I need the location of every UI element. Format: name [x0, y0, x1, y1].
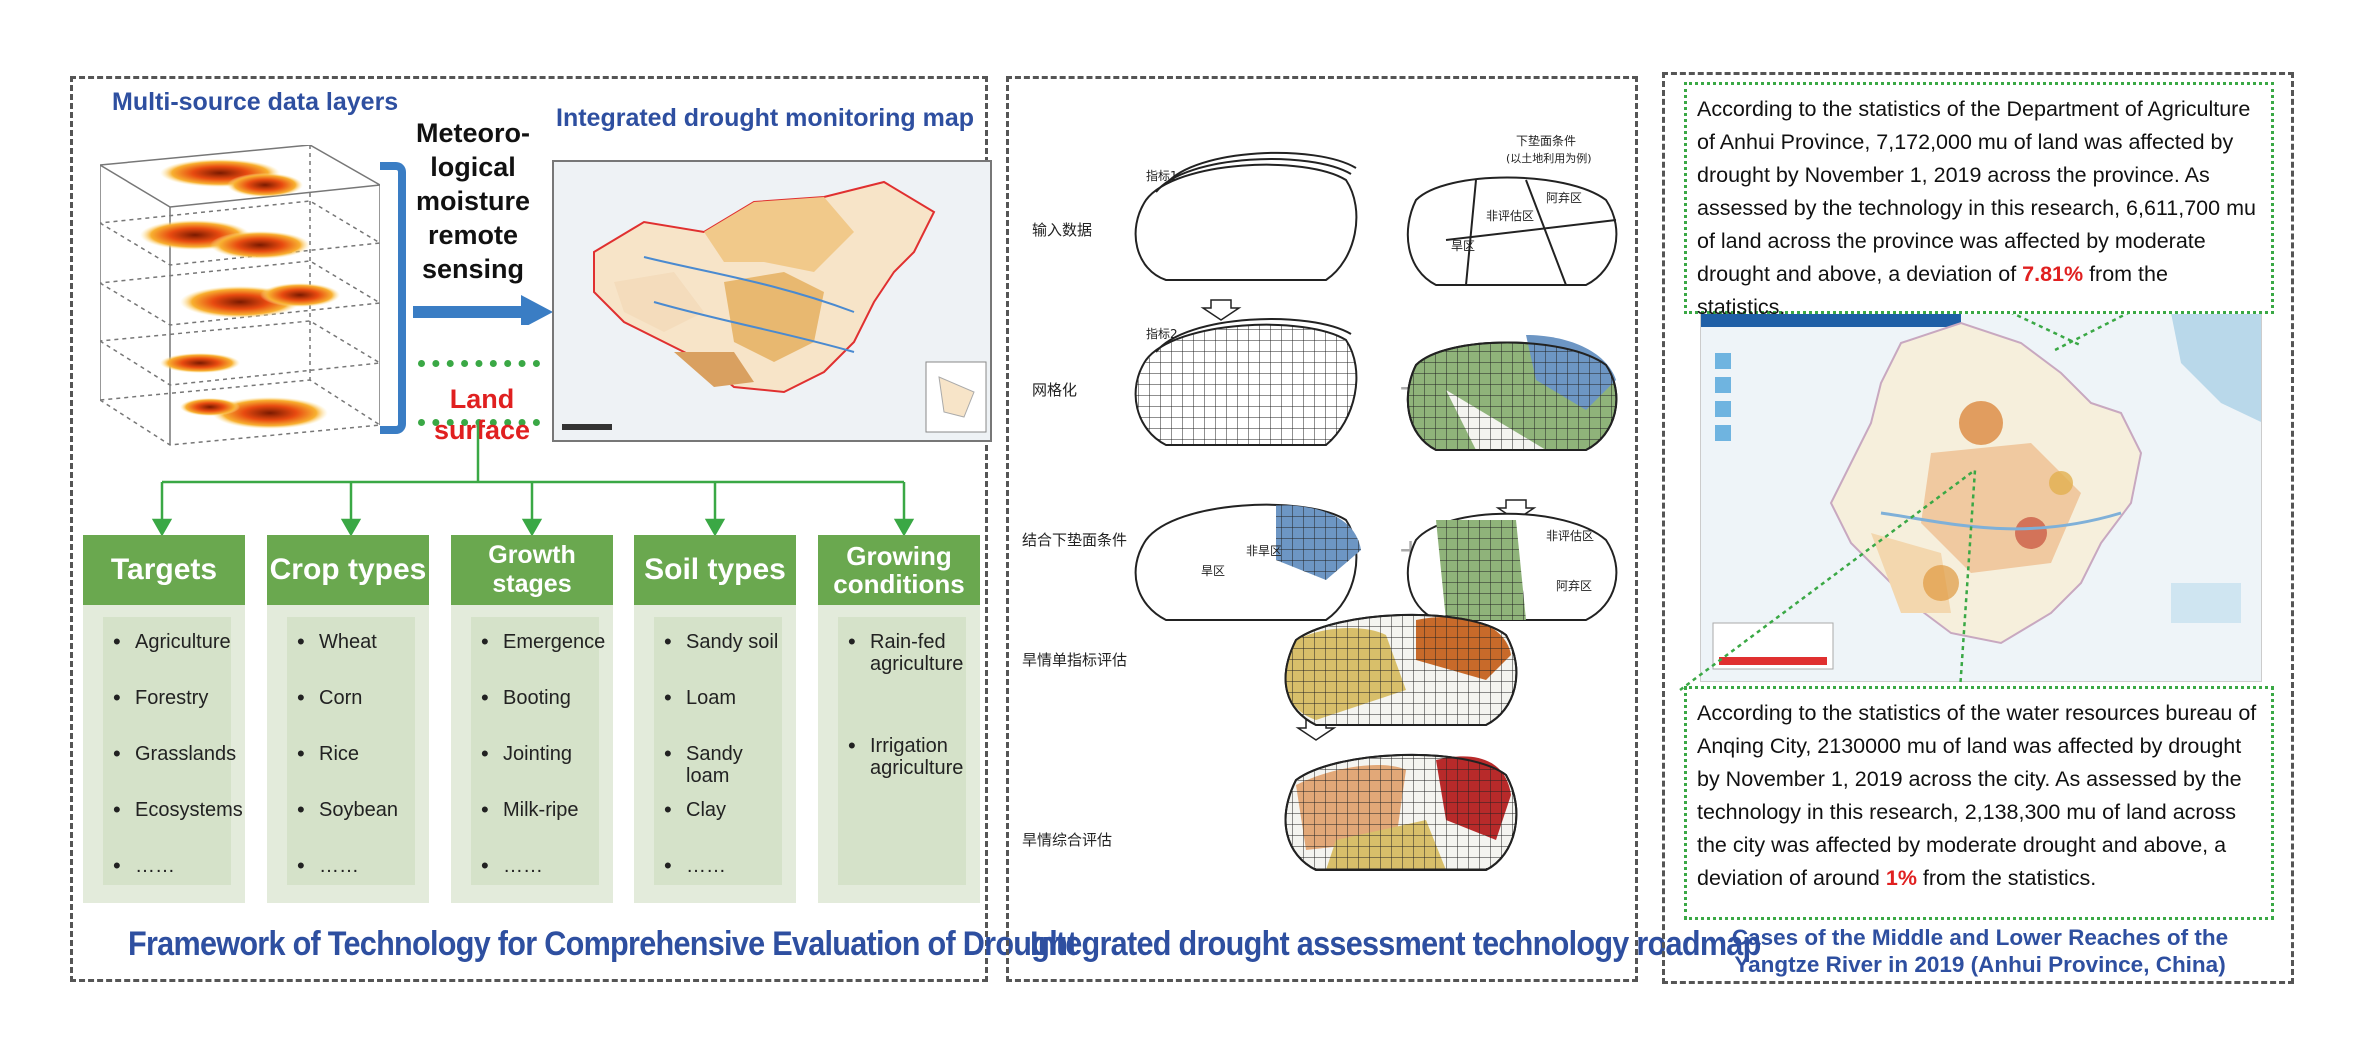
step-label: 输入数据 [1032, 221, 1092, 239]
roadmap-panel [1006, 76, 1638, 982]
category-growth-stages: Growth stages Emergence Booting Jointing… [451, 535, 613, 903]
category-growing-conditions: Growing conditions Rain-fed agriculture … [818, 535, 980, 903]
list-item: Rice [291, 743, 415, 799]
category-targets: Targets Agriculture Forestry Grasslands … [83, 535, 245, 903]
framework-title: Framework of Technology for Comprehensiv… [128, 925, 1077, 963]
list-item: Milk-ripe [475, 799, 599, 855]
list-item: …… [658, 855, 782, 911]
callout-lines [1679, 310, 2131, 692]
framework-panel [70, 76, 988, 982]
list-item: …… [475, 855, 599, 911]
roadmap-title: Integrated drought assessment technology… [1030, 925, 1761, 963]
step-label: 旱情单指标评估 [1022, 651, 1127, 669]
category-crop-types: Crop types Wheat Corn Rice Soybean …… [267, 535, 429, 903]
region-label: 非评估区 [1486, 209, 1534, 223]
category-soil-types: Soil types Sandy soil Loam Sandy loam Cl… [634, 535, 796, 903]
category-title: Soil types [634, 535, 796, 605]
category-title: Growth stages [451, 535, 613, 605]
deviation-percent: 7.81% [2022, 262, 2084, 286]
list-item: Forestry [107, 687, 231, 743]
region-label: 非评估区 [1546, 529, 1594, 543]
case-study-panel [1662, 72, 2294, 984]
region-label: 阿弃区 [1546, 190, 1582, 205]
land-surface-label: Land surface [433, 384, 531, 445]
region-label: 阿弃区 [1556, 578, 1592, 593]
data-layers-cube [100, 145, 380, 446]
list-item: Sandy loam [658, 743, 782, 799]
list-item: Clay [658, 799, 782, 855]
category-title: Targets [83, 535, 245, 605]
underlying-label: (以土地利用为例) [1506, 151, 1592, 165]
list-item: …… [107, 855, 231, 911]
list-item: Ecosystems [107, 799, 243, 855]
list-item: Emergence [475, 631, 605, 687]
step-label: 结合下垫面条件 [1022, 531, 1127, 549]
category-title: Crop types [267, 535, 429, 605]
data-layers-title: Multi-source data layers [112, 88, 399, 116]
list-item: Wheat [291, 631, 415, 687]
meteorological-label: Meteoro- logical moisture remote sensing [415, 118, 531, 284]
blue-arrow [413, 295, 553, 325]
deviation-percent: 1% [1885, 866, 1917, 890]
step-label: 旱情综合评估 [1022, 831, 1112, 849]
map-title: Integrated drought monitoring map [556, 104, 975, 132]
anhui-statistics-text: According to the statistics of the Depar… [1684, 82, 2274, 319]
china-drought-map [552, 160, 992, 442]
list-item: Soybean [291, 799, 415, 855]
list-item: Corn [291, 687, 415, 743]
underlying-label: 下垫面条件 [1516, 133, 1576, 148]
anqing-statistics-text: According to the statistics of the water… [1684, 686, 2274, 920]
step-label: 网格化 [1032, 381, 1077, 399]
land-surface-box: Land surface [418, 360, 540, 445]
index-label: 指标1 [1146, 168, 1178, 183]
list-item: Irrigation agriculture [842, 735, 966, 839]
region-label: 旱区 [1201, 564, 1225, 578]
list-item: Sandy soil [658, 631, 782, 687]
anhui-drought-map [1700, 312, 2262, 682]
list-item: Booting [475, 687, 599, 743]
category-title: Growing conditions [818, 535, 980, 605]
list-item: Jointing [475, 743, 599, 799]
connector-tree [151, 420, 915, 537]
list-item: Agriculture [107, 631, 231, 687]
layers-bracket [380, 162, 406, 434]
roadmap-diagram: 输入数据 网格化 结合下垫面条件 旱情单指标评估 旱情综合评估 指标1 下垫面条… [1022, 133, 1618, 871]
region-label: 旱区 [1451, 239, 1475, 253]
list-item: …… [291, 855, 415, 911]
index-label: 指标2 [1146, 326, 1178, 341]
list-item: Grasslands [107, 743, 236, 799]
list-item: Rain-fed agriculture [842, 631, 966, 735]
list-item: Loam [658, 687, 782, 743]
region-label: 非旱区 [1246, 544, 1282, 558]
case-study-title: Cases of the Middle and Lower Reaches of… [1731, 925, 2229, 977]
